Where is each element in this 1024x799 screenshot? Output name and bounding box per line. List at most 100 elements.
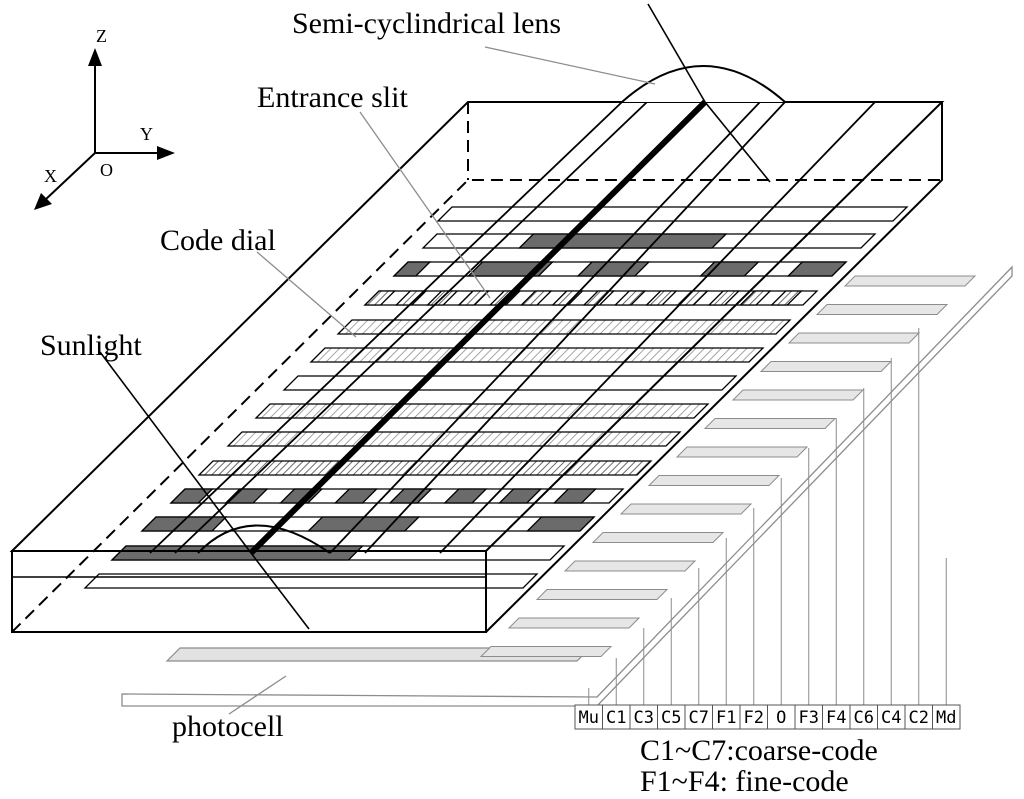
channel-box [932,704,961,730]
channel-box [849,704,878,730]
photocell-panel [121,265,1013,707]
photocell-strip-segment [563,560,697,572]
dial-bar-segment [770,290,803,306]
box-right-face [485,102,943,633]
channel-label: Mu [579,708,599,728]
dial-bar-segment [363,290,397,306]
photocell-strip-segment [731,389,865,401]
photocell-strip-segment [535,589,669,600]
dial-bar-segment [443,488,488,504]
dial-bar-segment [707,290,741,306]
dial-bar-segment [394,290,428,306]
axis-x-label: X [44,166,57,186]
channel-box [574,704,603,730]
dial-bar-segment [226,431,682,447]
channel-box [877,704,906,730]
dial-bar [140,516,596,532]
photocell-strip-segment [591,532,725,543]
channel-box [822,704,851,730]
dial-bar-segment [110,545,365,561]
photocell-strip-segment [675,446,809,458]
channel-label: F3 [799,708,819,728]
dial-bar-segment [613,290,647,306]
dial-bar-segment [738,290,772,306]
dial-bar [392,261,848,277]
box-front-face [11,550,487,633]
dial-bar [254,403,710,419]
axis-y-label: Y [140,124,153,144]
entrance-slit [248,99,708,556]
photocell-strip-segment [843,275,977,287]
channel-label: C6 [854,708,874,728]
channel-label: C4 [881,708,901,728]
dial-bar-segment [140,516,228,532]
leader-lines [228,46,656,715]
channel-box [629,704,658,730]
dial-bar-segment [333,488,379,504]
channel-label: C2 [909,708,929,728]
dial-bar-segment [309,347,765,363]
dial-bar-segment [224,488,269,504]
channel-box [794,704,823,730]
channel-label: C7 [689,708,709,728]
channel-label: C5 [661,708,681,728]
channel-label: O [776,708,786,728]
channel-label: C3 [634,708,654,728]
box-hidden-edges [11,179,942,633]
channel-label: F4 [826,708,846,728]
dial-bar-segment [169,488,214,504]
channel-box [602,704,631,730]
channel-label: F2 [744,708,764,728]
dial-bar [436,206,909,222]
dial-bar-segment [497,488,543,504]
photocell-leads [588,328,947,705]
axes [34,48,175,210]
label-semi-cylindrical-lens: Semi-cyclindrical lens [292,7,561,40]
dial-bar [197,460,653,476]
dial-bar-segment [552,488,598,504]
dial-bar [83,573,539,589]
dial-bar-segment [436,206,909,222]
photocell-strip-segment [507,617,641,629]
dial-bar-segment [645,290,678,306]
dial-bar-segment [336,319,792,335]
photocell-strip-segment [703,418,837,429]
dial-bar-segment [551,290,584,306]
channel-label: Md [936,708,956,728]
legend-fine-code: F1~F4: fine-code [640,765,849,798]
dial-bar-segment [254,403,710,419]
photocell-strip-segment [759,361,893,372]
label-entrance-slit: Entrance slit [257,81,408,114]
axis-origin-label: O [100,160,113,180]
photocell-strip-segment [647,475,781,486]
dial-bar-segment [699,261,760,277]
axis-z-label: Z [96,26,107,46]
label-code-dial: Code dial [160,224,276,257]
lens-shell-lines [149,101,876,554]
legend-coarse-code: C1~C7:coarse-code [640,734,878,767]
label-sunlight: Sunlight [40,329,142,362]
dial-bar-segment [519,290,553,306]
dial-bar-segment [282,375,738,391]
channel-box [904,704,933,730]
photocell-strip-segment [479,646,613,657]
channel-label: F1 [716,708,736,728]
label-photocell: photocell [172,710,284,743]
sunlight-ray [99,3,771,630]
dial-bar [309,347,765,363]
semi-cylindrical-lens-bottom [197,524,331,554]
dial-bar [110,545,566,561]
channel-box [684,704,713,730]
dial-bar-segment [457,290,491,306]
dial-bar-segment [306,516,421,532]
photocell-strip-segment [815,304,949,315]
dial-bar-segment [197,460,653,476]
dial-bar [282,375,738,391]
semi-cylindrical-lens-top [621,65,786,103]
photocell-strip-segment [787,332,921,344]
dial-bar-segment [83,573,539,589]
dial-bar [226,431,682,447]
dial-bar [336,319,792,335]
